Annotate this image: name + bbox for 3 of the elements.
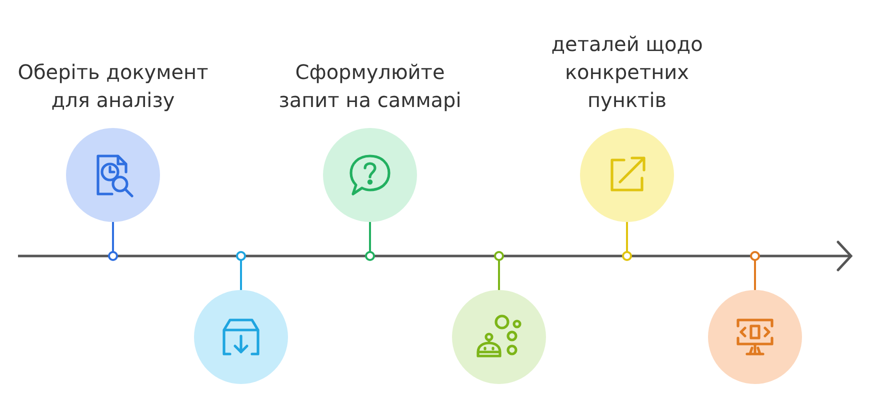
step-caption: деталей щодо конкретних пунктів xyxy=(550,31,704,114)
step-caption: Сформулюйте запит на саммарі xyxy=(278,59,462,114)
step-caption: Оберіть документ для аналізу xyxy=(16,59,210,114)
